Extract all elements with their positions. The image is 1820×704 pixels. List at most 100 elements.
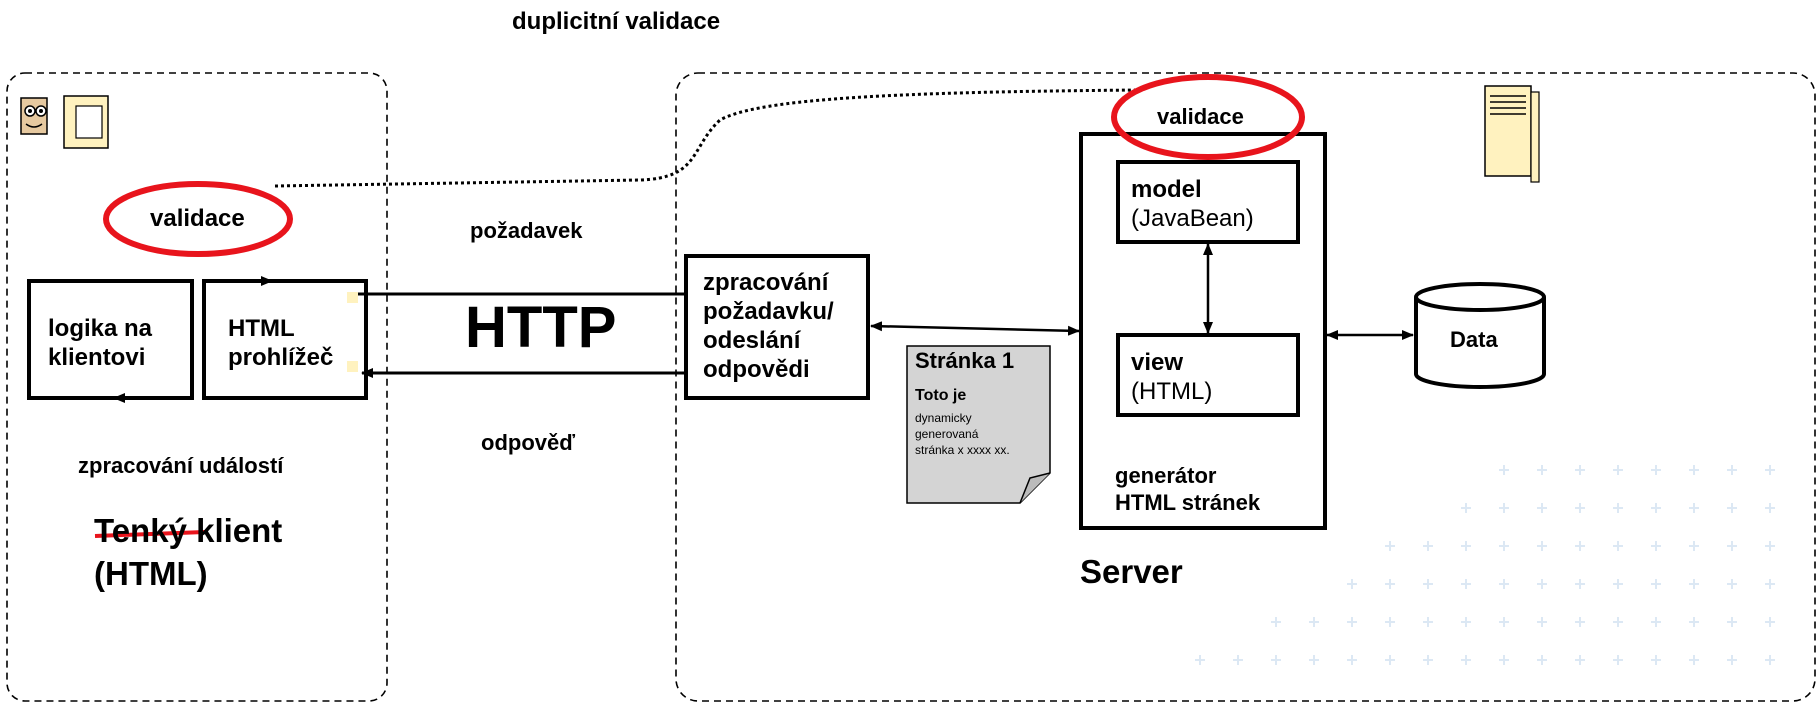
plus-mark [1575, 541, 1585, 551]
plus-mark [1727, 579, 1737, 589]
response-label: odpověď [481, 430, 576, 455]
view-box [1116, 333, 1300, 417]
model-subtitle: (JavaBean) [1131, 205, 1254, 232]
plus-mark [1765, 465, 1775, 475]
plus-mark [1385, 655, 1395, 665]
plus-mark [1423, 617, 1433, 627]
processing-line-3: odeslání [703, 327, 801, 354]
plus-mark [1613, 655, 1623, 665]
plus-mark [1727, 503, 1737, 513]
plus-mark [1499, 503, 1509, 513]
plus-mark [1727, 465, 1737, 475]
plus-mark [1499, 541, 1509, 551]
plus-mark [1423, 655, 1433, 665]
page-title: Stránka 1 [915, 348, 1015, 373]
client-type-rest: klient [196, 512, 283, 549]
page-body-line-3: stránka x xxxx xx. [915, 443, 1010, 457]
plus-mark [1651, 541, 1661, 551]
plus-mark [1461, 579, 1471, 589]
plus-mark [1499, 617, 1509, 627]
plus-mark [1765, 541, 1775, 551]
plus-mark [1613, 541, 1623, 551]
server-label: Server [1080, 553, 1183, 590]
plus-mark [1689, 655, 1699, 665]
browser-box [202, 279, 368, 400]
plus-mark [1271, 617, 1281, 627]
plus-mark [1727, 655, 1737, 665]
server-region [675, 72, 1816, 702]
plus-mark [1537, 465, 1547, 475]
plus-mark [1613, 465, 1623, 475]
client-type-struck: Tenký [94, 512, 187, 549]
plus-mark [1651, 617, 1661, 627]
plus-mark [1499, 655, 1509, 665]
client-validation-label: validace [150, 205, 245, 232]
processing-generator-arrow [870, 321, 1080, 336]
plus-mark [1423, 579, 1433, 589]
browser-line-2: prohlížeč [228, 344, 334, 371]
processing-label: zpracování požadavku/ odeslání odpovědi [703, 268, 834, 384]
client-type-line2: (HTML) [94, 555, 208, 592]
plus-mark [1575, 655, 1585, 665]
model-title: model [1131, 176, 1202, 203]
view-title: view [1131, 349, 1184, 376]
data-cylinder [1414, 282, 1546, 389]
plus-mark [1651, 503, 1661, 513]
server-tower-icon [1484, 85, 1540, 183]
server-validation-label: validace [1157, 104, 1244, 129]
client-region [6, 72, 388, 702]
plus-mark [1765, 617, 1775, 627]
page-body-line-1: dynamicky [915, 411, 972, 425]
plus-mark [1385, 541, 1395, 551]
processing-line-2: požadavku/ [703, 298, 834, 325]
data-label: Data [1450, 327, 1498, 352]
client-validation-ellipse [103, 181, 293, 257]
browser-label: HTML prohlížeč [228, 314, 333, 372]
plus-mark [1461, 541, 1471, 551]
plus-mark [1195, 655, 1205, 665]
plus-mark [1461, 655, 1471, 665]
plus-mark [1537, 617, 1547, 627]
client-type-label: Tenký klient [94, 512, 282, 550]
client-logic-label: logika na klientovi [48, 314, 152, 372]
page-body: dynamicky generovaná stránka x xxxx xx. [915, 410, 1010, 458]
duplicate-validation-link [274, 88, 1141, 188]
diagram-title: duplicitní validace [512, 8, 721, 35]
plus-mark [1385, 617, 1395, 627]
plus-mark [1271, 655, 1281, 665]
plus-mark [1689, 541, 1699, 551]
plus-mark [1727, 617, 1737, 627]
plus-mark [1461, 617, 1471, 627]
plus-mark [1765, 503, 1775, 513]
plus-mark [1537, 541, 1547, 551]
generator-line-2: HTML stránek [1115, 490, 1261, 515]
plus-mark [1689, 465, 1699, 475]
plus-mark [1575, 579, 1585, 589]
page-subtitle: Toto je [915, 387, 967, 404]
plus-mark [1499, 465, 1509, 475]
plus-mark [1347, 617, 1357, 627]
client-person-icon [20, 95, 109, 149]
plus-mark [1499, 579, 1509, 589]
request-processing-box [684, 254, 870, 400]
plus-mark [1613, 503, 1623, 513]
plus-mark [1575, 465, 1585, 475]
connector-square-bottom [347, 361, 358, 372]
model-box [1116, 160, 1300, 244]
connector-square-top [347, 292, 358, 303]
plus-mark [1689, 579, 1699, 589]
plus-mark [1309, 617, 1319, 627]
plus-mark [1347, 579, 1357, 589]
client-type-strikethrough [94, 530, 206, 538]
plus-mark [1461, 503, 1471, 513]
client-logic-line-1: logika na [48, 315, 153, 342]
processing-line-4: odpovědi [703, 356, 810, 383]
events-label: zpracování událostí [78, 453, 284, 478]
plus-mark [1575, 503, 1585, 513]
plus-mark [1423, 541, 1433, 551]
plus-mark [1537, 579, 1547, 589]
client-logic-line-2: klientovi [48, 344, 146, 371]
plus-mark [1651, 655, 1661, 665]
client-logic-box [27, 279, 194, 400]
